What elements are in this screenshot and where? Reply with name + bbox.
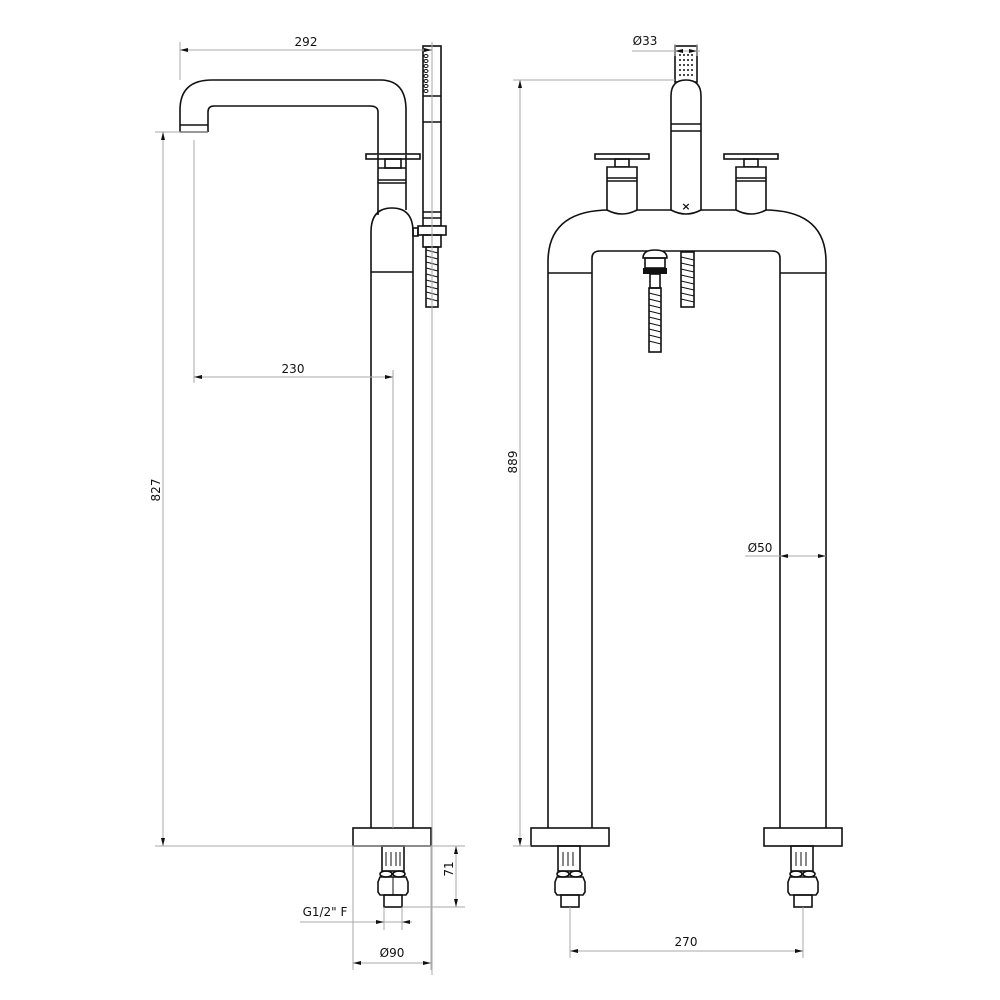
base-plate xyxy=(352,827,432,847)
dim-71: 71 xyxy=(442,861,456,876)
column xyxy=(370,207,414,828)
svg-text:×: × xyxy=(681,200,690,213)
dim-889: 889 xyxy=(506,451,520,474)
front-dimensions xyxy=(513,44,826,958)
dim-thread: G1/2" F xyxy=(303,905,348,919)
u-body xyxy=(547,209,827,828)
dim-90: Ø90 xyxy=(380,946,405,960)
dim-50: Ø50 xyxy=(748,541,773,555)
dim-292: 292 xyxy=(295,35,318,49)
hand-shower-side xyxy=(412,45,447,308)
connector xyxy=(377,845,409,908)
spout xyxy=(179,79,407,155)
handle-stem xyxy=(384,158,402,169)
dim-270: 270 xyxy=(675,935,698,949)
left-connector xyxy=(554,845,586,908)
right-valve xyxy=(723,153,779,215)
dim-827: 827 xyxy=(149,479,163,502)
left-base-plate xyxy=(530,827,610,847)
hoses xyxy=(642,249,695,353)
dim-230: 230 xyxy=(282,362,305,376)
left-valve xyxy=(594,153,650,215)
side-dimensions xyxy=(155,42,465,975)
dim-33: Ø33 xyxy=(633,34,658,48)
right-connector xyxy=(787,845,819,908)
front-view: × xyxy=(506,34,843,958)
hand-shower-front: × xyxy=(670,45,702,215)
right-base-plate xyxy=(763,827,843,847)
side-view: 292 230 827 71 G1/2" F Ø90 xyxy=(149,35,465,975)
